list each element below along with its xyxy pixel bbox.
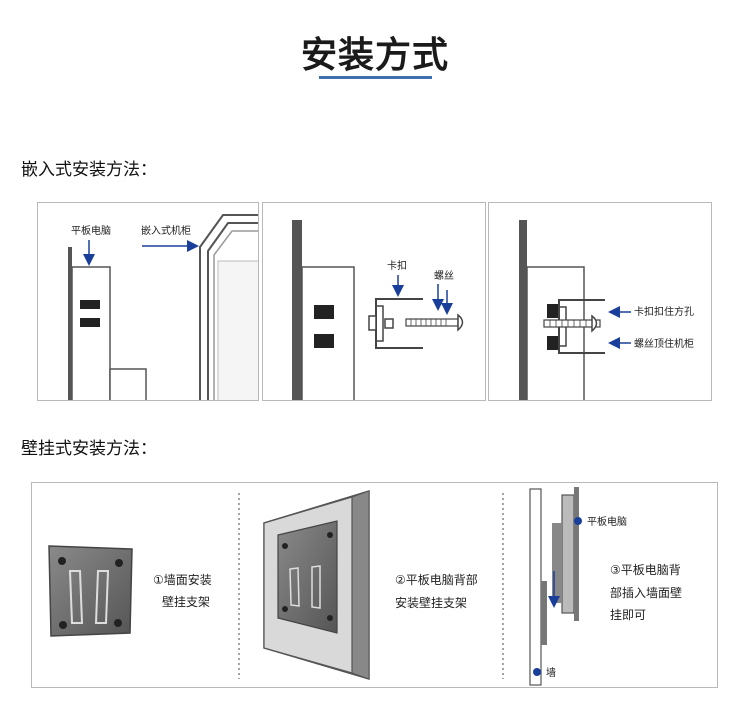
label-tablet: 平板电脑 xyxy=(71,224,111,237)
wall-bracket xyxy=(48,545,133,637)
label-clip: 卡扣 xyxy=(387,259,407,272)
embed-diagram-2: 卡扣 螺丝 xyxy=(263,203,485,400)
embed-diagram-1: 平板电脑 嵌入式机柜 xyxy=(38,203,258,400)
embed-panel-1: 平板电脑 嵌入式机柜 xyxy=(37,202,259,401)
label-wall: 墙 xyxy=(546,666,556,679)
step3-line2: 部插入墙面壁 xyxy=(610,585,682,600)
label-cabinet: 嵌入式机柜 xyxy=(141,224,191,237)
step1-line2: 壁挂支架 xyxy=(162,594,210,609)
tablet-side xyxy=(561,494,575,614)
embed-panel-3: 卡扣扣住方孔 螺丝顶住机柜 xyxy=(488,202,712,401)
label-step3-tablet: 平板电脑 xyxy=(587,515,627,528)
wallmount-heading: 壁挂式安装方法： xyxy=(21,439,157,459)
step3-line1: ③平板电脑背 xyxy=(610,563,681,577)
label-screw: 螺丝 xyxy=(434,270,454,282)
step2-line2: 安装壁挂支架 xyxy=(395,595,467,610)
step1-line1: ①墙面安装 xyxy=(153,572,212,587)
wallmount-panel: ①墙面安装 壁挂支架 ②平板电脑背部 安装壁挂支架 平板电脑 墙 ③平板电脑背 … xyxy=(31,482,718,688)
step3-line3: 挂即可 xyxy=(610,608,646,622)
wallmount-diagram: ①墙面安装 壁挂支架 ②平板电脑背部 安装壁挂支架 平板电脑 墙 ③平板电脑背 … xyxy=(48,487,682,686)
label-clip-hole: 卡扣扣住方孔 xyxy=(634,305,694,318)
title-underline xyxy=(319,76,432,79)
embed-diagram-3: 卡扣扣住方孔 螺丝顶住机柜 xyxy=(489,203,711,400)
page-title: 安装方式 xyxy=(300,35,449,76)
label-screw-cabinet: 螺丝顶住机柜 xyxy=(634,337,694,350)
embed-heading: 嵌入式安装方法： xyxy=(21,160,157,180)
wall-side xyxy=(529,488,542,686)
embed-panel-2: 卡扣 螺丝 xyxy=(262,202,486,401)
step2-line1: ②平板电脑背部 xyxy=(395,572,478,587)
